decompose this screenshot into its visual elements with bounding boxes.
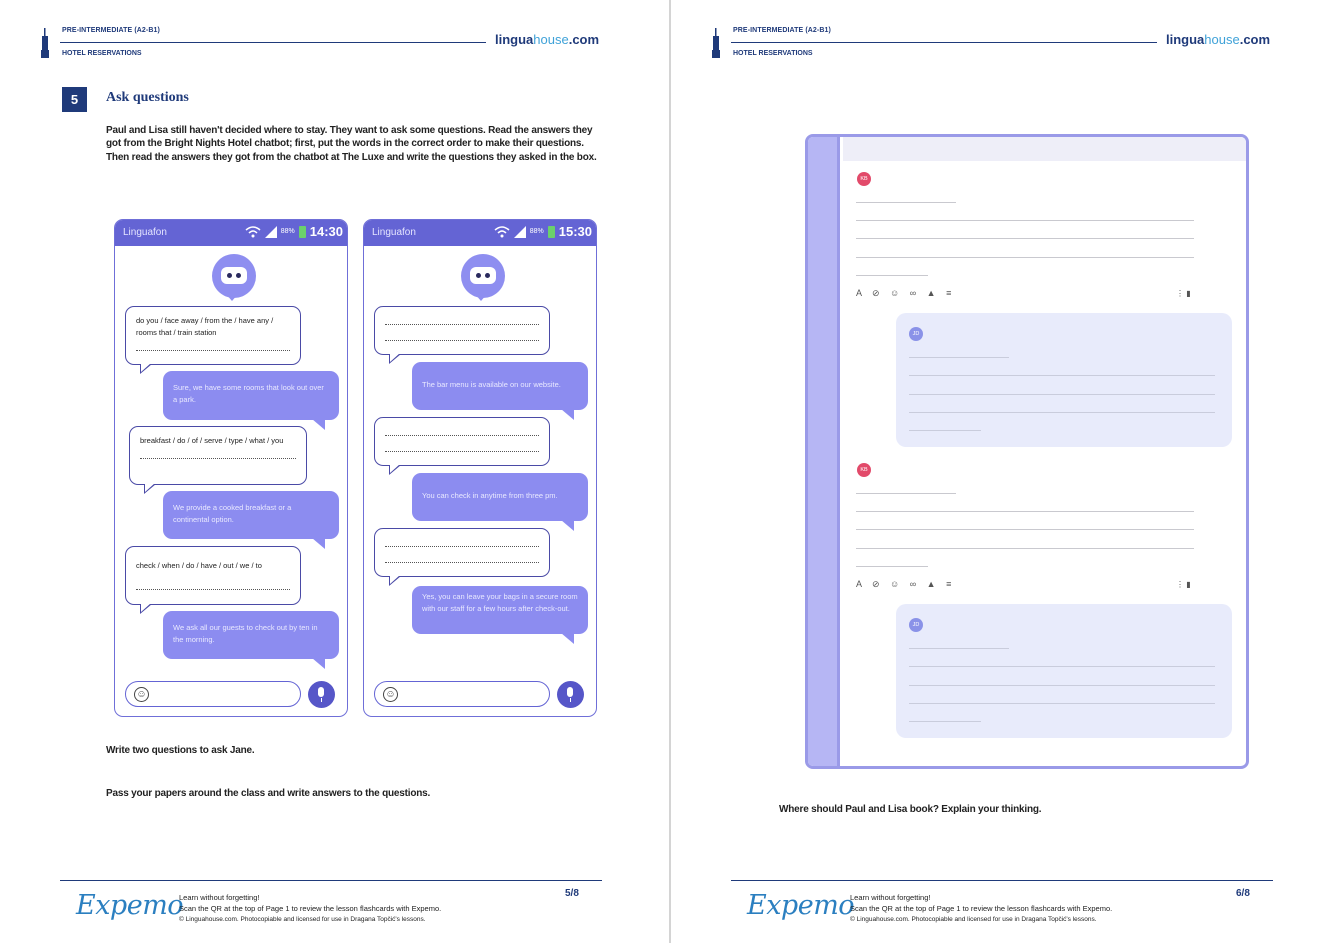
worksheet-page-6: PRE-INTERMEDIATE (A2-B1) HOTEL RESERVATI… [671, 0, 1342, 943]
user-answer-bubble[interactable] [374, 417, 550, 475]
chatbot-avatar-icon [212, 254, 256, 301]
battery-icon [298, 225, 306, 238]
statue-of-liberty-icon [41, 28, 49, 58]
bot-message-bubble: We provide a cooked breakfast or a conti… [163, 491, 339, 549]
reply-box: JD [896, 313, 1232, 447]
writing-line [909, 648, 1009, 649]
forum-post-frame: KB A ⊘ ☺ ∞ ▲ ≡ ⋮ ▮ JD KB A ⊘ ☺ ∞ ▲ ≡ ⋮ ▮… [805, 134, 1249, 769]
phone-app-name: Linguafon [123, 227, 167, 238]
avatar: JD [909, 618, 923, 632]
phone-status-bar: Linguafon 88% 15:30 [364, 220, 596, 246]
wifi-icon [494, 225, 510, 237]
editor-toolbar[interactable]: A ⊘ ☺ ∞ ▲ ≡ [856, 579, 956, 589]
writing-line [856, 493, 956, 494]
section-title: Ask questions [106, 90, 189, 105]
bot-message-bubble: Yes, you can leave your bags in a secure… [412, 586, 588, 644]
topic-label: HOTEL RESERVATIONS [62, 50, 142, 57]
phone-time: 14:30 [309, 224, 343, 239]
avatar: KB [857, 463, 871, 477]
page-number: 5/8 [565, 888, 579, 899]
more-delete-icons[interactable]: ⋮ ▮ [1176, 580, 1191, 589]
signal-icon [264, 225, 277, 238]
bot-message-bubble: The bar menu is available on our website… [412, 362, 588, 420]
writing-line [909, 721, 981, 722]
writing-line [909, 430, 981, 431]
battery-icon [547, 225, 555, 238]
expemo-logo: Expemo [747, 890, 855, 921]
writing-line [856, 529, 1194, 530]
emoji-icon[interactable]: ☺ [134, 687, 149, 702]
writing-line [856, 566, 928, 567]
writing-line [856, 238, 1194, 239]
phone-app-name: Linguafon [372, 227, 416, 238]
bot-message-bubble: We ask all our guests to check out by te… [163, 611, 339, 669]
footer-text: Learn without forgetting! Scan the QR at… [850, 893, 1113, 923]
emoji-icon[interactable]: ☺ [383, 687, 398, 702]
writing-line [909, 685, 1215, 686]
writing-line [909, 666, 1215, 667]
level-label: PRE-INTERMEDIATE (A2-B1) [62, 27, 160, 34]
statue-of-liberty-icon [712, 28, 720, 58]
topic-label: HOTEL RESERVATIONS [733, 50, 813, 57]
linguahouse-logo: linguahouse.com [1166, 32, 1271, 47]
writing-line [856, 202, 956, 203]
phone-the-luxe: Linguafon 88% 15:30 The bar menu is avai… [363, 219, 597, 717]
writing-line [856, 511, 1194, 512]
frame-sidebar [808, 137, 840, 766]
footer-rule [60, 880, 602, 881]
phone-status-bar: Linguafon 88% 14:30 [115, 220, 347, 246]
task-pass-papers: Pass your papers around the class and wr… [106, 788, 431, 799]
wifi-icon [245, 225, 261, 237]
reply-box: JD [896, 604, 1232, 738]
user-message-bubble: do you / face away / from the / have any… [125, 306, 301, 374]
writing-line [856, 275, 928, 276]
bot-message-bubble: Sure, we have some rooms that look out o… [163, 371, 339, 430]
message-input[interactable]: ☺ [374, 681, 550, 707]
linguahouse-logo: linguahouse.com [495, 32, 600, 47]
discussion-question: Where should Paul and Lisa book? Explain… [779, 804, 1042, 815]
writing-line [856, 257, 1194, 258]
microphone-icon[interactable] [557, 681, 584, 708]
footer-rule [731, 880, 1273, 881]
worksheet-page-5: PRE-INTERMEDIATE (A2-B1) HOTEL RESERVATI… [41, 27, 602, 923]
writing-line [909, 375, 1215, 376]
more-delete-icons[interactable]: ⋮ ▮ [1176, 289, 1191, 298]
user-message-bubble: check / when / do / have / out / we / to [125, 546, 301, 614]
expemo-logo: Expemo [76, 890, 184, 921]
avatar: JD [909, 327, 923, 341]
writing-line [856, 220, 1194, 221]
microphone-icon[interactable] [308, 681, 335, 708]
header-rule [731, 42, 1157, 43]
page-number: 6/8 [1236, 888, 1250, 899]
level-label: PRE-INTERMEDIATE (A2-B1) [733, 27, 831, 34]
section-instructions: Paul and Lisa still haven't decided wher… [106, 125, 597, 163]
writing-line [909, 412, 1215, 413]
battery-percent: 88% [529, 228, 544, 235]
message-input[interactable]: ☺ [125, 681, 301, 707]
editor-toolbar[interactable]: A ⊘ ☺ ∞ ▲ ≡ [856, 288, 956, 298]
writing-line [909, 357, 1009, 358]
signal-icon [513, 225, 526, 238]
writing-line [909, 703, 1215, 704]
bot-message-bubble: You can check in anytime from three pm. [412, 473, 588, 531]
header-rule [60, 42, 486, 43]
chatbot-avatar-icon [461, 254, 505, 301]
writing-line [856, 548, 1194, 549]
battery-percent: 88% [280, 228, 295, 235]
frame-topbar [843, 137, 1246, 161]
page-divider [669, 0, 671, 943]
footer-text: Learn without forgetting! Scan the QR at… [179, 893, 442, 923]
avatar: KB [857, 172, 871, 186]
user-message-bubble: breakfast / do / of / serve / type / wha… [129, 426, 307, 494]
phone-time: 15:30 [558, 224, 592, 239]
writing-line [909, 394, 1215, 395]
section-number: 5 [62, 87, 87, 112]
user-answer-bubble[interactable] [374, 528, 550, 586]
phone-bright-nights: Linguafon 88% 14:30 do you / face away /… [114, 219, 348, 717]
user-answer-bubble[interactable] [374, 306, 550, 364]
task-write-questions: Write two questions to ask Jane. [106, 745, 255, 756]
